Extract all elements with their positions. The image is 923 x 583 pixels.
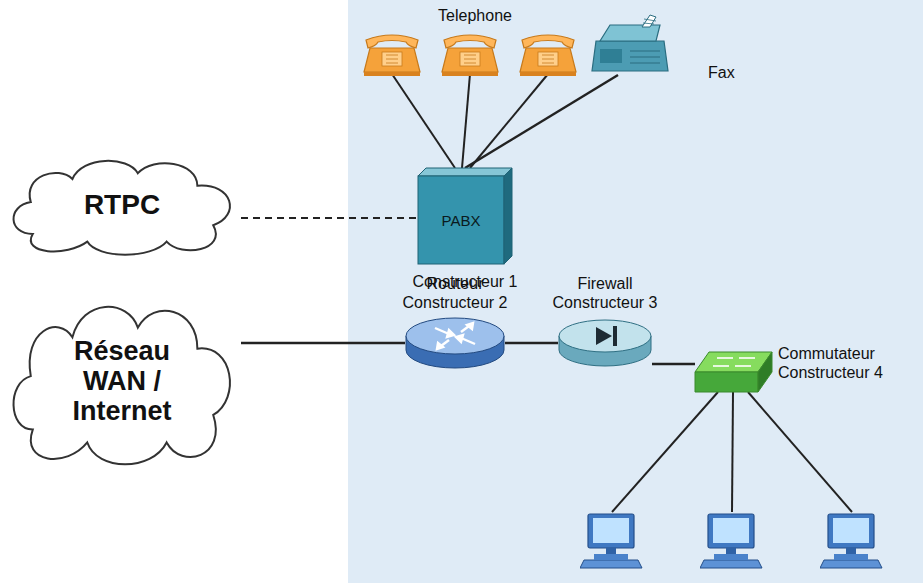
network-link [465, 75, 618, 168]
network-cloud: RTPC [3, 152, 241, 258]
switch-node: Commutateur Constructeur 4 [695, 352, 772, 392]
pc-icon [580, 514, 642, 568]
router-icon [405, 316, 505, 370]
telephone-icon [520, 35, 576, 76]
fax-icon [590, 15, 670, 75]
pc-icon [700, 514, 762, 568]
router-node: Routeur Constructeur 2 [405, 316, 505, 370]
device-label: Firewall Constructeur 3 [535, 274, 675, 312]
telephone-icon [442, 35, 498, 76]
telephone-icon [364, 35, 420, 76]
phone-wires [392, 74, 548, 168]
pabx-node: PABXConstructeur 1 [418, 168, 512, 264]
network-link [652, 363, 695, 366]
site-panel [348, 0, 923, 583]
network-cloud: Réseau WAN / Internet [3, 292, 241, 470]
device-label: Routeur Constructeur 2 [385, 274, 525, 312]
switch-icon [695, 352, 772, 392]
network-link [241, 342, 405, 345]
box-label: PABX [418, 212, 504, 229]
lan-wires [612, 392, 852, 512]
firewall-icon [558, 318, 652, 368]
network-link [505, 342, 558, 345]
cloud-label: RTPC [84, 189, 160, 221]
phone-line [241, 217, 418, 219]
device-label: Fax [708, 63, 735, 82]
group-label: Telephone [430, 6, 520, 25]
firewall-node: Firewall Constructeur 3 [558, 318, 652, 368]
cloud-label: Réseau WAN / Internet [58, 336, 186, 427]
fax-node: Fax [590, 15, 670, 75]
device-label: Commutateur Constructeur 4 [778, 344, 918, 382]
pc-icon [820, 514, 882, 568]
